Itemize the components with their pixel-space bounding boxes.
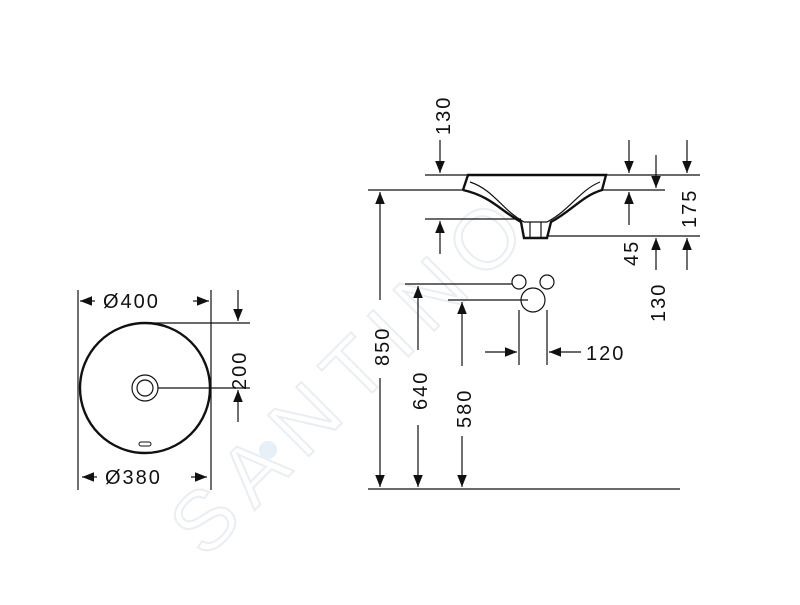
- overflow-slot: [138, 441, 152, 447]
- drain-outer-ring: [131, 374, 159, 402]
- dim-tap-130: 130: [648, 283, 670, 322]
- watermark-drop-icon: [259, 441, 277, 459]
- dim-rim-130: 130: [433, 96, 455, 135]
- dim-height-850: 850: [372, 327, 394, 366]
- basin-section-outer: [461, 173, 608, 240]
- dim-diameter-400: Ø400: [103, 291, 160, 313]
- dim-height-640: 640: [410, 371, 432, 410]
- basin-section-inner: [469, 181, 601, 223]
- dim-bowl-175: 175: [679, 189, 701, 228]
- dim-gap-120: 120: [586, 343, 625, 365]
- drain-inner-ring: [136, 379, 154, 397]
- dim-offset-200: 200: [229, 351, 251, 390]
- valve-left: [511, 274, 527, 290]
- section-view: 130 45 130 175 850 640 580: [368, 96, 701, 490]
- valve-right: [539, 274, 555, 290]
- dim-drain-45: 45: [621, 240, 643, 266]
- dim-height-580: 580: [454, 389, 476, 428]
- dim-diameter-380: Ø380: [105, 467, 162, 489]
- valve-center: [520, 287, 546, 313]
- plan-view: Ø400 Ø380 200: [77, 290, 251, 490]
